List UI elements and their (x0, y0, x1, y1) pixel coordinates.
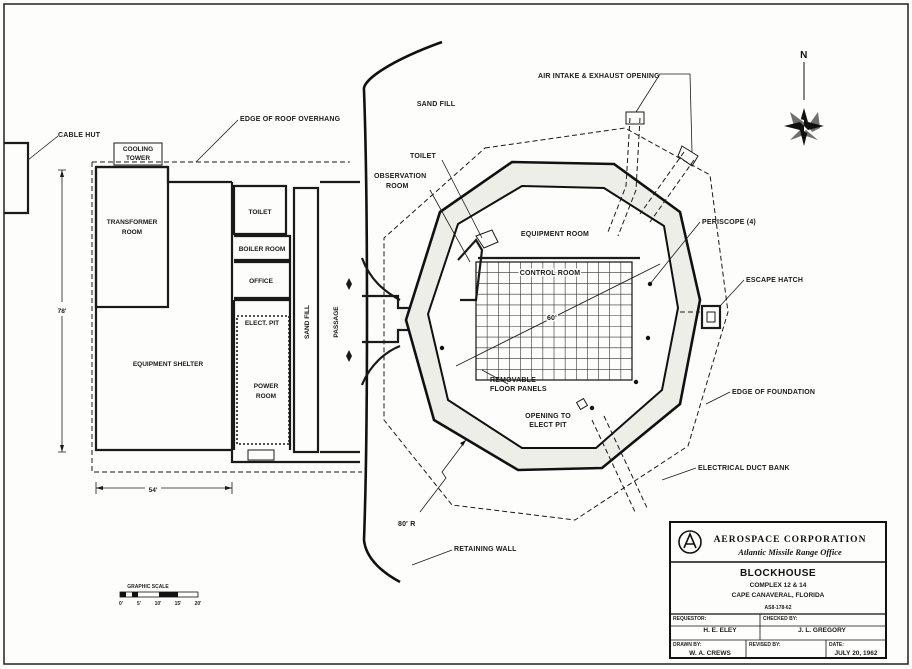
radius-label: 80' R (398, 521, 415, 528)
boiler-room (234, 234, 292, 262)
control-room-label: CONTROL ROOM (520, 270, 581, 277)
roof-overhang-label: EDGE OF ROOF OVERHANG (240, 116, 341, 123)
location-label: CAPE CANAVERAL, FLORIDA (732, 592, 825, 599)
office-room (234, 260, 292, 300)
aerospace-logo (678, 530, 702, 554)
foundation-edge (383, 127, 729, 521)
sand-fill-vertical-label: SAND FILL (304, 305, 311, 339)
north-label: N (800, 50, 808, 61)
graphic-scale: GRAPHIC SCALE 0' 5' 10' 15' 20' (119, 584, 201, 607)
radius-line (419, 439, 467, 513)
boiler-room-label: BOILER ROOM (239, 246, 286, 253)
removable-label-1: REMOVABLE (490, 377, 536, 384)
title-block: AEROSPACE CORPORATION Atlantic Missile R… (669, 521, 887, 659)
date-value: JULY 20, 1962 (834, 650, 877, 657)
equipment-shelter-label: EQUIPMENT SHELTER (133, 361, 204, 368)
complex-label: COMPLEX 12 & 14 (750, 582, 807, 589)
revised-label: REVISED BY: (749, 642, 781, 648)
toilet-left-label: TOILET (249, 209, 272, 216)
elect-pit-area (236, 315, 290, 445)
drawn-name: W. A. CREWS (689, 650, 731, 657)
electrical-duct-label: ELECTRICAL DUCT BANK (698, 465, 790, 472)
observation-label-1: OBSERVATION (374, 173, 426, 180)
power-room-label-1: POWER (254, 383, 279, 390)
periscope-label: PERISCOPE (4) (702, 219, 756, 226)
blockhouse-inner-wall (426, 184, 680, 449)
transformer-room (94, 165, 170, 309)
passage-label: PASSAGE (333, 306, 340, 338)
cooling-tower (113, 142, 163, 166)
transformer-label-1: TRANSFORMER (107, 219, 158, 226)
date-label: DATE: (829, 642, 844, 648)
opening-label-2: ELECT PIT (529, 422, 567, 429)
office-label: OFFICE (249, 278, 273, 285)
cable-hut-outline (4, 141, 30, 215)
power-room-label-2: ROOM (256, 393, 276, 400)
graphic-scale-label: GRAPHIC SCALE (127, 584, 169, 590)
observation-label-2: ROOM (386, 183, 409, 190)
retaining-wall (362, 40, 443, 584)
control-room-floor-grid (476, 262, 632, 380)
requestor-label: REQUESTOR: (673, 616, 707, 622)
opening-label-1: OPENING TO (525, 413, 571, 420)
north-arrow: N (784, 50, 824, 146)
observation-room-wall (457, 238, 484, 302)
toilet-room (232, 184, 288, 236)
scale-tick: 10' (155, 601, 162, 607)
cooling-tower-label-1: COOLING (123, 146, 153, 153)
checked-label: CHECKED BY: (763, 616, 798, 622)
cable-hut-label: CABLE HUT (58, 132, 101, 139)
edge-foundation-label: EDGE OF FOUNDATION (732, 389, 815, 396)
toilet-right-label: TOILET (410, 153, 436, 160)
drawing-border (3, 3, 909, 665)
escape-hatch-label: ESCAPE HATCH (746, 277, 803, 284)
scale-tick: 20' (195, 601, 202, 607)
checked-name: J. L. GREGORY (798, 627, 846, 634)
dim-60-label: 60' (547, 315, 557, 322)
retaining-wall-label: RETAINING WALL (454, 546, 517, 553)
drawing-title: BLOCKHOUSE (740, 568, 816, 579)
dim-78-label: 78' (58, 308, 67, 315)
cooling-tower-label-2: TOWER (126, 155, 150, 162)
drawn-label: DRAWN BY: (673, 642, 702, 648)
sand-fill-top-label: SAND FILL (417, 101, 456, 108)
equipment-room-label: EQUIPMENT ROOM (521, 231, 589, 238)
scale-tick: 5' (137, 601, 141, 607)
removable-label-2: FLOOR PANELS (490, 386, 547, 393)
elect-pit-label: ELECT. PIT (245, 320, 279, 327)
equipment-shelter-wall (94, 165, 360, 464)
air-intake-label: AIR INTAKE & EXHAUST OPENING (538, 73, 660, 80)
drawing-number: AS8-178-62 (765, 605, 792, 611)
office-name: Atlantic Missile Range Office (737, 547, 842, 557)
dim-54-label: 54' (149, 487, 158, 494)
scale-tick: 15' (175, 601, 182, 607)
org-name: AEROSPACE CORPORATION (714, 535, 867, 545)
roof-overhang-edge (91, 161, 362, 473)
transformer-label-2: ROOM (122, 229, 142, 236)
scale-tick: 0' (119, 601, 123, 607)
air-intake-duct (607, 117, 695, 237)
electrical-duct-bank (591, 415, 649, 515)
escape-hatch (700, 304, 722, 330)
requestor-name: H. E. ELEY (703, 627, 737, 634)
sand-fill-column (292, 186, 320, 454)
